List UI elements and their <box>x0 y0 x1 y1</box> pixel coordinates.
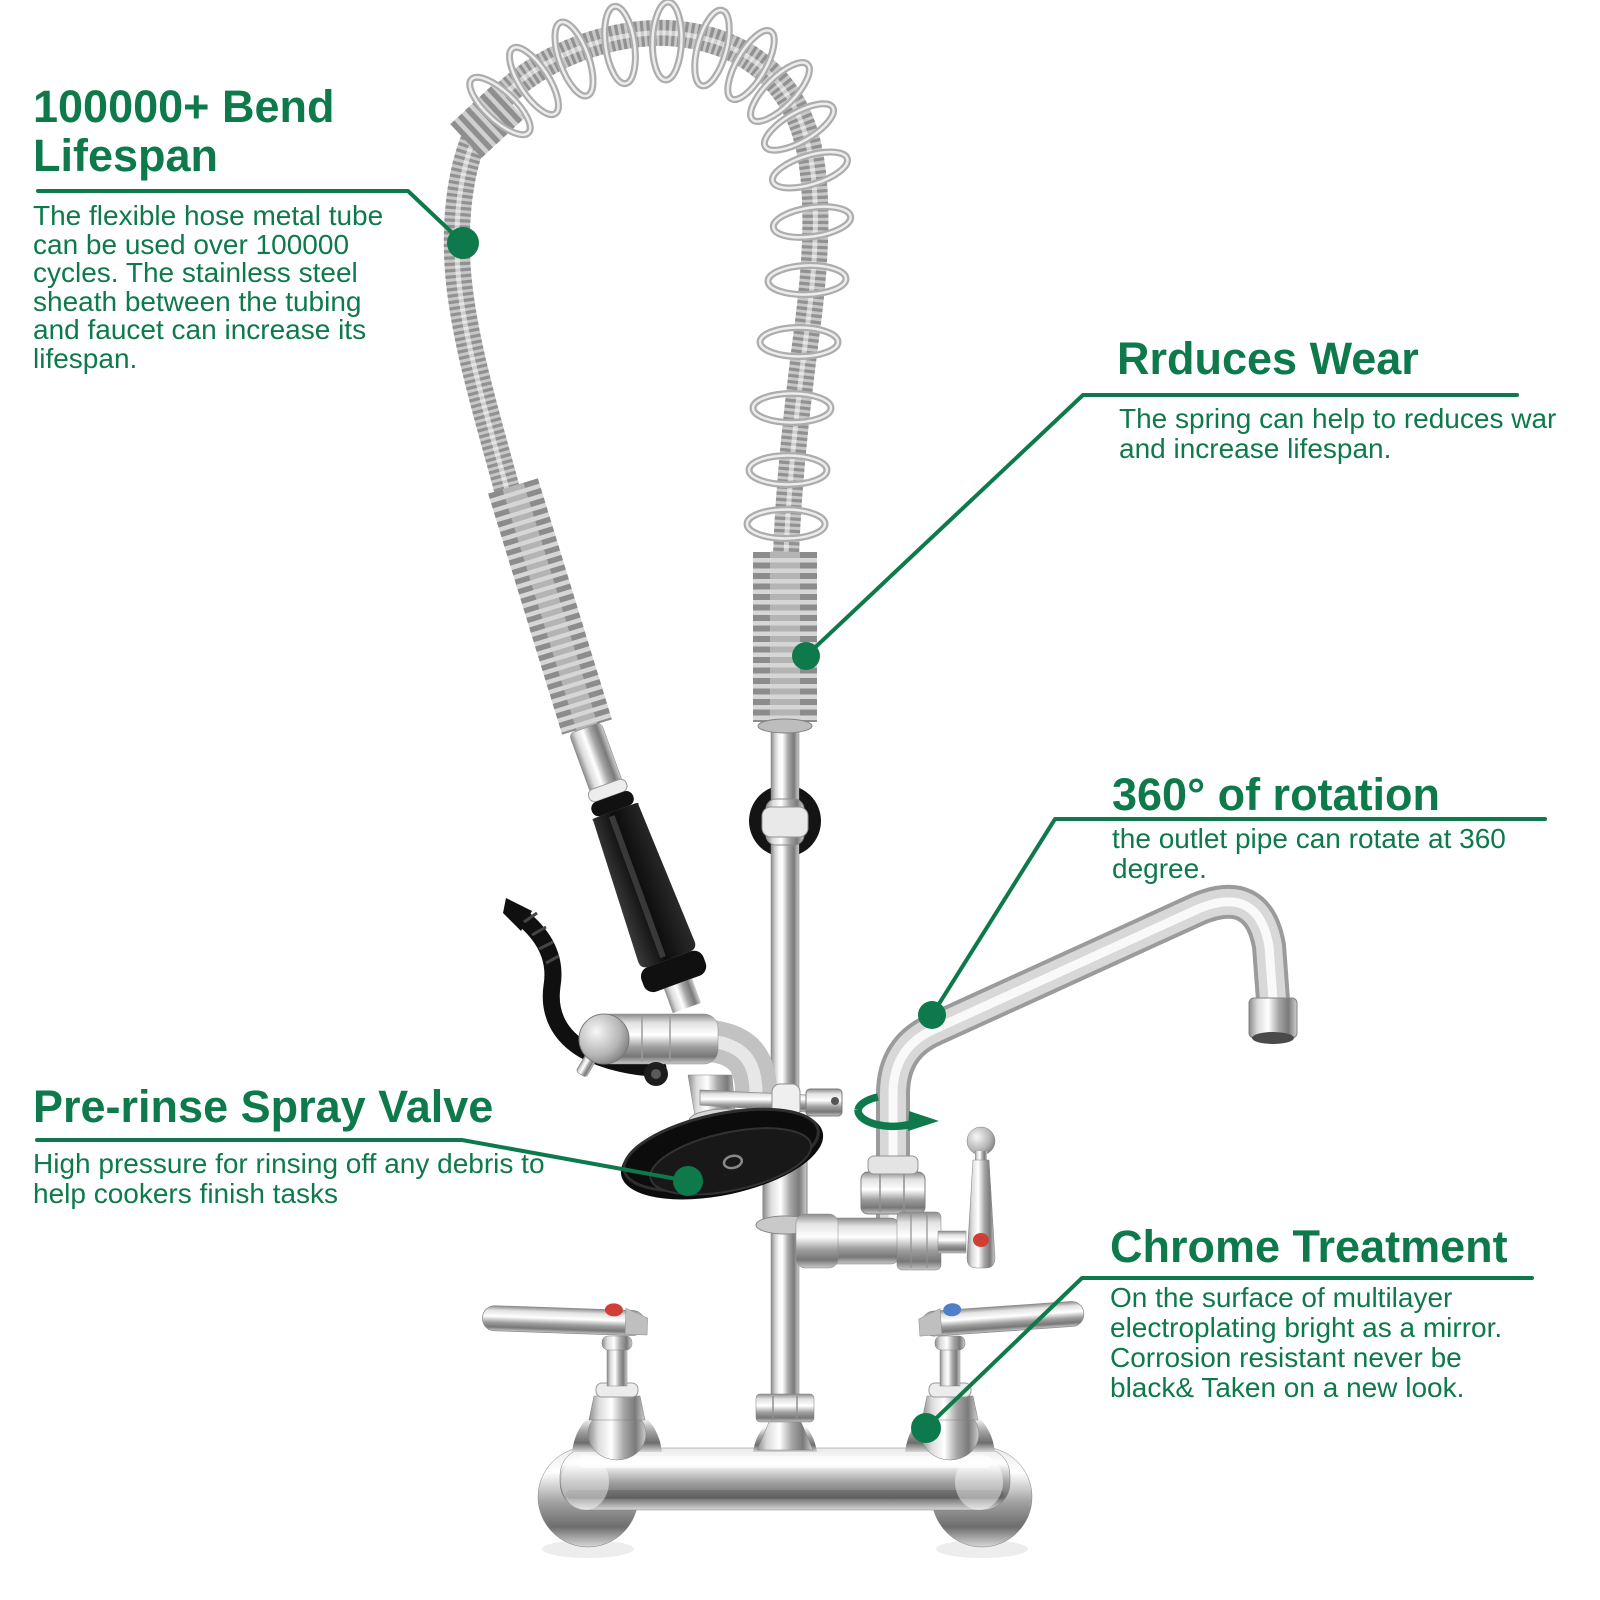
bend-lifespan-body: The flexible hose metal tube can be used… <box>33 200 384 374</box>
valve-callout-dot <box>911 1413 941 1443</box>
bend-lifespan-title: 100000+ Bend Lifespan <box>33 81 335 181</box>
chrome-treatment-title: Chrome Treatment <box>1110 1221 1508 1272</box>
spray-valve-body <box>576 1013 778 1134</box>
pre-rinse-title: Pre-rinse Spray Valve <box>33 1081 494 1132</box>
bracket-screw <box>831 1097 839 1105</box>
grip-collar <box>640 950 707 993</box>
hot-indicator-dot <box>973 1233 989 1247</box>
hose-callout-dot <box>447 227 479 259</box>
riser-collar-ring <box>761 806 809 838</box>
rotation-line <box>930 817 1547 1017</box>
valve-hex-nut <box>896 1211 942 1271</box>
wear-reduction-spring <box>753 552 817 734</box>
addon-wing-handle <box>966 1126 996 1269</box>
flexible-hose <box>443 19 829 735</box>
pre-rinse-line <box>35 1138 690 1183</box>
grip-neck <box>663 978 702 1014</box>
bend-lifespan-line <box>36 189 465 245</box>
hot-lever-handle <box>482 1303 648 1336</box>
rubber-grip <box>592 802 696 968</box>
spring-end-coil <box>450 84 525 158</box>
lever-ribs <box>523 911 560 965</box>
rotation-body: the outlet pipe can rotate at 360 degree… <box>1112 823 1506 884</box>
spout-coupling-nut <box>860 1171 926 1215</box>
spray-callout-dot <box>673 1166 703 1196</box>
hot-valve <box>587 1335 647 1461</box>
callout-lines <box>35 189 1547 1430</box>
spring-callout-dot <box>792 642 820 670</box>
spout-outlet <box>1252 1032 1294 1044</box>
handle-strain-spring <box>488 478 612 735</box>
rotation-arrow-icon <box>854 1093 939 1131</box>
reduces-wear-line <box>804 393 1519 658</box>
o-ring <box>591 791 634 817</box>
hot-dot <box>604 1303 623 1317</box>
chrome-line <box>924 1276 1534 1430</box>
support-bracket <box>699 1083 843 1119</box>
swing-spout <box>860 884 1298 1224</box>
valve-stem <box>937 1230 967 1254</box>
spout-collar <box>867 1155 919 1175</box>
callout-dots <box>447 227 946 1443</box>
spout-callout-dot <box>918 1001 946 1029</box>
addon-valve <box>795 1126 996 1271</box>
cold-lever-handle <box>918 1301 1085 1337</box>
rotation-arrowhead <box>908 1111 939 1131</box>
spray-handle <box>570 723 707 1014</box>
center-hex-nut <box>755 1393 815 1423</box>
fitting-ring <box>587 778 628 803</box>
valve-end-cap <box>578 1013 630 1065</box>
cold-dot <box>943 1303 962 1317</box>
reduces-wear-title: Rrduces Wear <box>1117 333 1419 384</box>
chrome-treatment-body: On the surface of multilayer electroplat… <box>1110 1282 1503 1403</box>
bracket-plate <box>805 1088 843 1117</box>
pre-rinse-body: High pressure for rinsing off any debris… <box>33 1148 545 1209</box>
rotation-title: 360° of rotation <box>1112 769 1441 820</box>
center-mount <box>756 1421 814 1451</box>
spring-coil-loops <box>466 0 855 542</box>
spray-nozzle-center <box>722 1154 744 1170</box>
reduces-wear-body: The spring can help to reduces war and i… <box>1119 403 1557 464</box>
